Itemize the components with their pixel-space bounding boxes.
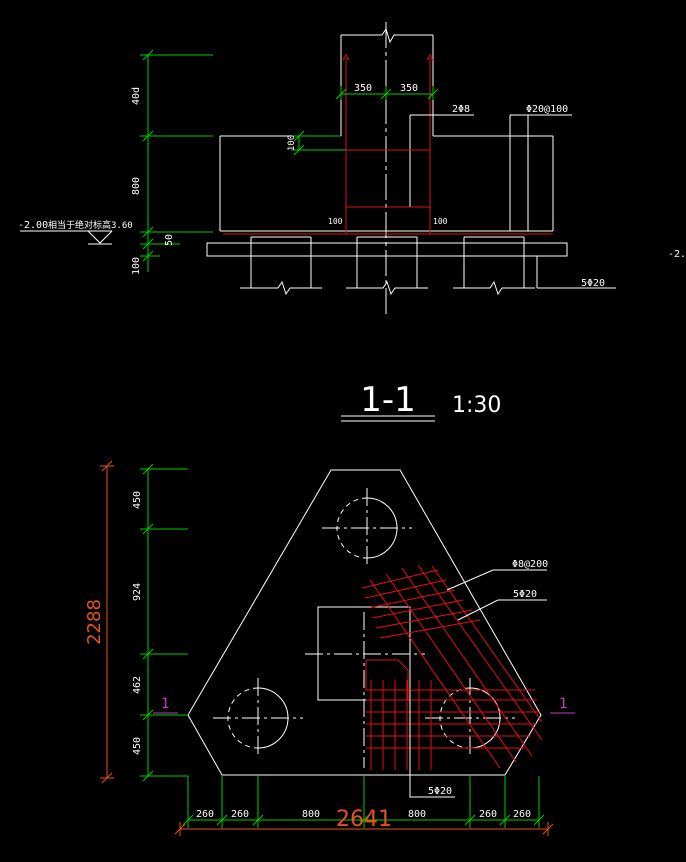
section-mark-left: 1 (161, 696, 169, 712)
section-leaders (20, 114, 616, 289)
dim-50: 50 (164, 234, 175, 246)
label-bottom-bar: 5Φ20 (581, 278, 605, 289)
dim-100: 100 (131, 257, 142, 275)
plan-leaders (409, 569, 547, 798)
dim-260-c: 260 (479, 809, 497, 820)
label-bar-a: 5Φ20 (513, 589, 537, 600)
label-top-bar: Φ20@100 (526, 104, 568, 115)
plan-dimensions (140, 463, 545, 828)
plan-rebar (361, 564, 543, 770)
section-dimensions (140, 49, 439, 272)
dim-450-bottom: 450 (132, 737, 143, 755)
elevation-note: 相当于绝对标高3.60 (48, 219, 133, 231)
dim-350-left: 350 (354, 83, 372, 94)
bar-hook-left: 100 (328, 217, 343, 226)
dim-462: 462 (132, 676, 143, 694)
plan-view: 450 924 462 450 260 260 800 800 260 260 … (84, 460, 575, 836)
bar-hook-right: 100 (433, 217, 448, 226)
title-underline (341, 415, 435, 422)
section-title: 1-1 1:30 (341, 380, 501, 422)
dim-260-b: 260 (231, 809, 249, 820)
section-rebar (223, 54, 553, 235)
dim-40d: 40d (131, 87, 142, 105)
dim-100-vertical: 100 (287, 135, 297, 151)
section-title-name: 1-1 (360, 380, 416, 420)
label-mesh: Φ8@200 (512, 559, 548, 570)
section-title-scale: 1:30 (452, 393, 501, 418)
elevation-right: -2. (668, 249, 686, 260)
dim-350-right: 350 (400, 83, 418, 94)
overall-width: 2641 (336, 807, 392, 832)
section-outline (206, 27, 568, 296)
dim-800-a: 800 (302, 809, 320, 820)
label-stirrup: 2Φ8 (452, 104, 470, 115)
dim-260-d: 260 (513, 809, 531, 820)
dim-800: 800 (131, 177, 142, 195)
plan-overall-dimensions (100, 460, 554, 836)
dim-260-a: 260 (196, 809, 214, 820)
section-1-1: 40d 800 50 100 350 350 100 100 100 2Φ8 Φ… (18, 22, 686, 318)
section-mark-right: 1 (559, 696, 567, 712)
label-bar-b: 5Φ20 (428, 786, 452, 797)
dim-450-top: 450 (132, 491, 143, 509)
overall-height: 2288 (84, 599, 105, 645)
plan-center-lines (213, 488, 515, 768)
elevation-left: -2.00 (18, 220, 48, 231)
dim-924: 924 (132, 583, 143, 601)
dim-800-b: 800 (408, 809, 426, 820)
